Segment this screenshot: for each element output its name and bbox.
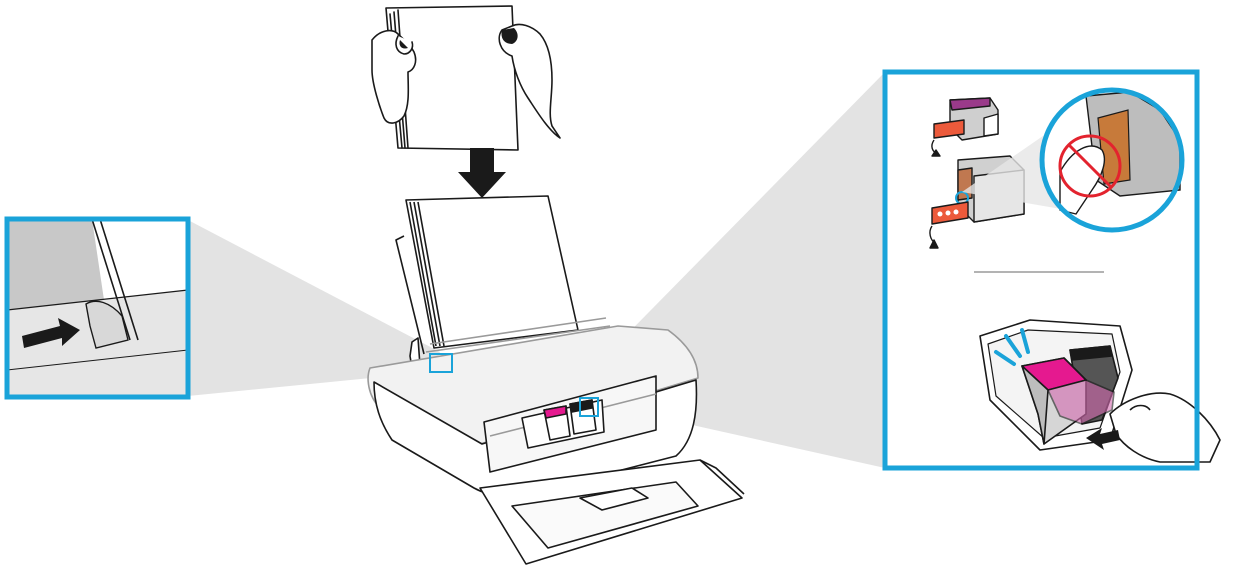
cartridge-insert-step bbox=[979, 319, 1221, 463]
paper-guide-callout-box bbox=[429, 353, 453, 373]
cartridge-callout-box bbox=[579, 397, 599, 417]
cartridge-remove-tape-step bbox=[931, 97, 999, 157]
push-arrow-icon bbox=[1086, 428, 1120, 450]
right-hand bbox=[498, 23, 561, 139]
hands-holding-paper bbox=[371, 5, 561, 151]
paper-guide-tab bbox=[85, 300, 129, 349]
pushing-hand bbox=[1109, 392, 1221, 463]
printer-top-cover bbox=[367, 325, 699, 445]
no-touch-icon bbox=[1039, 87, 1185, 233]
printer bbox=[367, 195, 745, 565]
down-arrow-icon bbox=[458, 148, 506, 198]
cartridge-callout bbox=[882, 69, 1221, 471]
paper-guide-callout bbox=[4, 216, 191, 400]
left-zoom-cone bbox=[188, 220, 440, 396]
push-arrow-icon bbox=[22, 318, 80, 348]
